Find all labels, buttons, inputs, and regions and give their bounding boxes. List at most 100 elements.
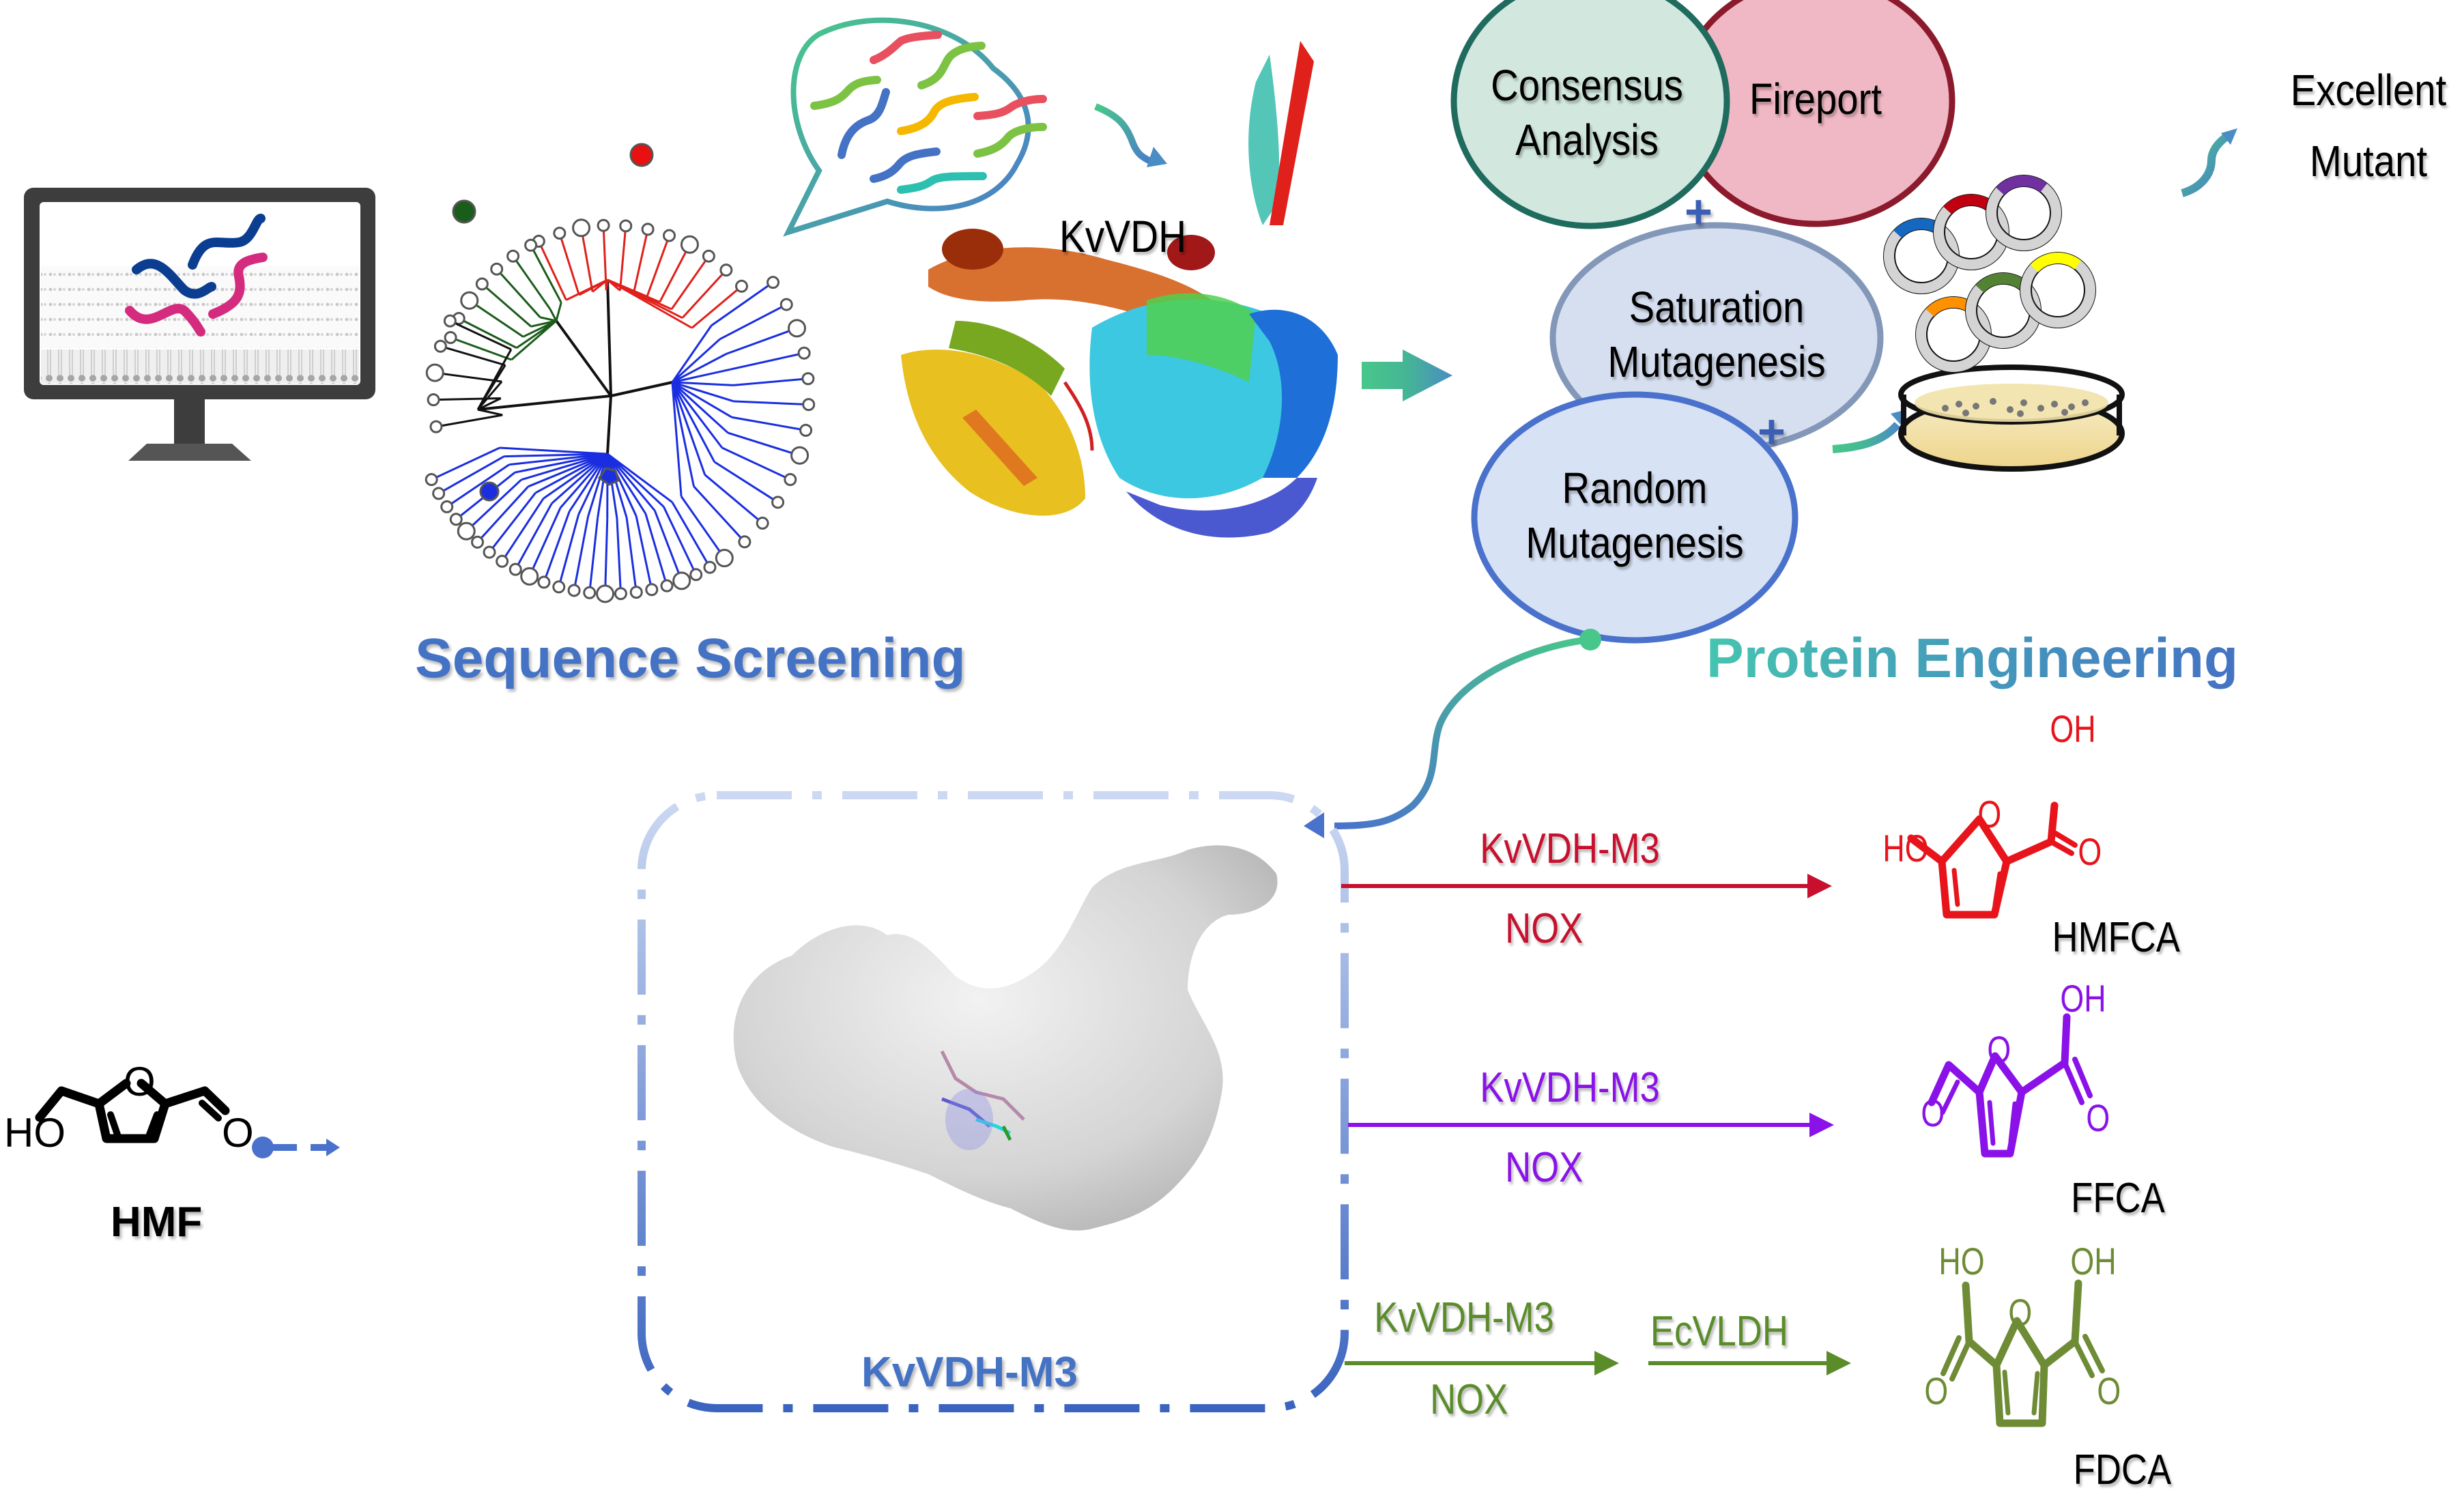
tree-leaf (614, 587, 627, 601)
tree-branch (671, 382, 715, 463)
tree-leaf (788, 319, 807, 338)
tree-branch (435, 371, 502, 383)
tree-branch (713, 461, 779, 504)
tree-leaf (508, 562, 522, 576)
tree-leaf (537, 575, 551, 589)
plasmid-inner-outline (2031, 263, 2085, 317)
tree-branch (528, 507, 562, 577)
colony (1990, 398, 1996, 405)
colony (2007, 406, 2014, 413)
tree-leaf (790, 446, 810, 465)
tree-branch (481, 283, 532, 328)
binding-pocket-icon (945, 1089, 993, 1150)
colony (1973, 403, 1979, 410)
tree-branch (635, 515, 653, 590)
tree-branch (516, 319, 557, 349)
tree-leaf-highlight (479, 481, 500, 502)
tree-branch (606, 279, 612, 397)
tree-branch (514, 502, 553, 570)
tree-branch (446, 463, 510, 508)
tree-branch (644, 513, 668, 586)
tree-node-hexagon (597, 467, 620, 486)
tree-leaf (524, 238, 538, 252)
colony (2082, 399, 2089, 406)
reaction-3-second-enzyme: EcVLDH (1650, 1308, 1788, 1355)
tree-branch (488, 492, 536, 553)
colony (2061, 409, 2068, 416)
tree-branch (671, 382, 683, 497)
tree-branch (680, 496, 726, 559)
tree-branch (672, 368, 731, 384)
tree-branch (477, 395, 612, 411)
tree-branch (671, 325, 713, 383)
tree-leaf (680, 235, 699, 254)
tree-leaf (520, 567, 539, 586)
tree-leaf (427, 393, 440, 407)
tree-branch (501, 498, 545, 562)
tree-leaf (471, 535, 485, 549)
connector-arrowhead-icon (1304, 812, 1324, 838)
product-3-name: FDCA (2073, 1446, 2172, 1494)
tree-branch (606, 453, 665, 508)
tree-leaf (496, 554, 509, 568)
mutant-name-label: KvVDH-M3 (861, 1349, 1078, 1396)
hmfca-ho-label: HO (1882, 827, 1929, 870)
mutant-line: Mutant (2309, 137, 2428, 186)
tree-branch (476, 485, 529, 543)
tree-branch (568, 453, 609, 513)
mutant-box (638, 791, 1349, 1412)
tree-branch (543, 511, 571, 583)
tree-branch (672, 353, 727, 384)
feed-arrowhead-icon (326, 1139, 340, 1156)
consensus-line-2: Analysis (1515, 115, 1659, 165)
saturation-label: Saturation Mutagenesis (1594, 280, 1840, 389)
tree-leaf (449, 513, 463, 526)
reaction-3-cofactor: NOX (1430, 1376, 1508, 1423)
tree-branch (521, 453, 608, 481)
consensus-label: Consensus Analysis (1473, 58, 1701, 167)
tree-branch (606, 453, 656, 511)
tree-leaf (429, 420, 443, 433)
product-2-name: FFCA (2071, 1175, 2165, 1222)
tree-branch (604, 518, 609, 594)
tree-leaf (756, 516, 769, 530)
tree-branch (726, 327, 798, 355)
speech-bubble-icon (783, 17, 1167, 237)
tree-branch (671, 382, 706, 476)
tree-branch (616, 518, 622, 594)
tree-leaf (802, 398, 816, 412)
tree-branch (551, 453, 608, 504)
protein-surface-icon (733, 845, 1278, 1231)
tree-branch (539, 316, 557, 322)
hmf-aldehyde-o-label: O (222, 1110, 254, 1156)
saturation-line-1: Saturation (1629, 283, 1805, 332)
tree-branch (711, 281, 774, 327)
tree-branch (691, 285, 743, 329)
tree-leaf (440, 500, 454, 513)
to-mutant-arrow-icon (2181, 132, 2231, 197)
tree-leaf (457, 522, 476, 541)
fdca-ho-label: HO (1938, 1240, 1985, 1283)
tree-branch (431, 446, 500, 481)
tree-leaf (629, 586, 643, 599)
tree-branch (681, 269, 728, 319)
ffca-o-label: O (2086, 1096, 2110, 1139)
tree-leaf (735, 279, 749, 293)
tree-leaf (641, 223, 655, 236)
tree-leaf (689, 568, 703, 582)
tree-branch (458, 317, 517, 349)
hmfca-structure-icon (1907, 801, 2078, 919)
tree-branch (435, 414, 503, 428)
tree-branch (537, 240, 567, 301)
excellent-line: Excellent (2290, 66, 2447, 115)
tree-branch (721, 446, 791, 481)
reaction-3-enzyme: KvVDH-M3 (1374, 1294, 1554, 1341)
plasmid-marker (1996, 175, 2048, 195)
tree-leaf (483, 545, 496, 559)
tree-leaf (719, 263, 733, 277)
tree-branch (671, 381, 729, 434)
tree-leaf (767, 276, 780, 289)
tree-leaf (663, 229, 676, 242)
colony (2037, 405, 2044, 412)
